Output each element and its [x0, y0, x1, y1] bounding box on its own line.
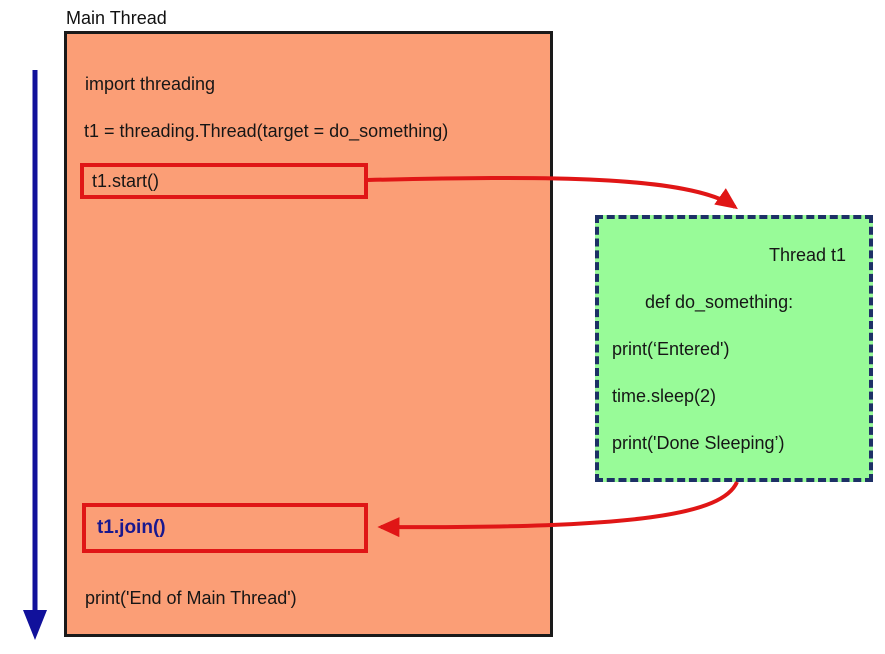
main-thread-box — [64, 31, 553, 637]
code-line-time-sleep: time.sleep(2) — [612, 386, 717, 406]
code-line-print-entered: print(‘Entered') — [612, 339, 730, 359]
code-line-print-done-sleeping: print('Done Sleeping’) — [612, 433, 785, 453]
join-call-box: t1.join() — [82, 503, 368, 553]
start-call-label: t1.start() — [92, 171, 160, 191]
code-line-create-thread: t1 = threading.Thread(target = do_someth… — [84, 121, 449, 141]
code-line-def-do-something: def do_something: — [645, 292, 794, 312]
thread-t1-label: Thread t1 — [768, 245, 846, 265]
main-thread-label: Main Thread — [66, 8, 167, 28]
main-thread-timeline-arrow — [23, 70, 47, 640]
start-call-box: t1.start() — [80, 163, 368, 199]
code-line-end-of-main: print('End of Main Thread') — [85, 588, 297, 608]
code-line-import: import threading — [85, 74, 216, 94]
timeline-arrowhead-icon — [23, 610, 47, 640]
thread-t1-box — [595, 215, 873, 482]
join-call-label: t1.join() — [97, 517, 166, 538]
